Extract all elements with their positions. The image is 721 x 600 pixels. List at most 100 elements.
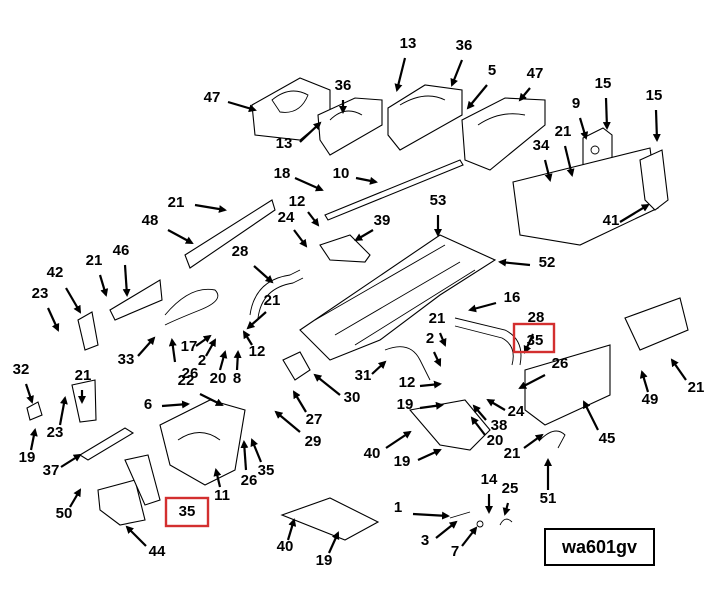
callout-label: 47 (527, 65, 544, 82)
panel-44 (97, 479, 146, 526)
leader-line (433, 351, 442, 367)
hose-28-left (249, 269, 301, 316)
leader-line (218, 350, 228, 371)
callout-label: 28 (528, 309, 545, 326)
bracket-39 (319, 234, 371, 263)
callout-label: 21 (264, 292, 281, 309)
duct-47-left (251, 77, 331, 141)
callout-label: 36 (456, 37, 473, 54)
leader-line (24, 383, 34, 404)
leader-line (583, 400, 599, 431)
callout-label: 32 (13, 361, 30, 378)
callout-label: 51 (540, 490, 557, 507)
callout-label: 39 (374, 212, 391, 229)
callout-label: 8 (233, 370, 241, 387)
callout-label: 42 (47, 264, 64, 281)
callout-label: 53 (430, 192, 447, 209)
leader-line (472, 404, 487, 421)
callout-label: 17 (181, 338, 198, 355)
callout-label: 21 (429, 310, 446, 327)
callout-label: 40 (277, 538, 294, 555)
callout-label: 44 (149, 543, 166, 560)
callout-label: 24 (508, 403, 525, 420)
callout-label: 15 (595, 75, 612, 92)
callout-label: 46 (113, 242, 130, 259)
callout-label: 6 (144, 396, 152, 413)
leader-line (65, 287, 82, 314)
leader-line (294, 176, 324, 192)
leader-line (417, 448, 442, 462)
duct-47-right (461, 97, 546, 171)
bracket-32 (26, 401, 43, 421)
hose-33 (164, 288, 219, 326)
callout-label: 50 (56, 505, 73, 522)
leader-line (435, 520, 458, 539)
callout-label: 21 (168, 194, 185, 211)
callout-label: 1 (394, 499, 402, 516)
leader-line (205, 338, 216, 357)
leader-line (652, 109, 661, 142)
callout-label: 26 (182, 365, 199, 382)
leader-line (486, 398, 506, 411)
plate-40-right (408, 399, 491, 451)
callout-label: 52 (539, 254, 556, 271)
leader-line (498, 258, 531, 267)
leader-line (213, 468, 222, 488)
callout-label: 23 (47, 424, 64, 441)
callout-label: 21 (75, 367, 92, 384)
callout-label: 26 (241, 472, 258, 489)
leader-line (670, 358, 687, 381)
callout-label: 35 (258, 462, 275, 479)
leader-line (394, 57, 407, 92)
duct-36-mid (387, 84, 463, 151)
leader-line (137, 336, 156, 357)
hose-31 (384, 346, 431, 381)
leader-line (371, 360, 387, 375)
callout-label: 31 (355, 367, 372, 384)
callout-label: 30 (344, 389, 361, 406)
leader-line (233, 350, 242, 371)
bar-48 (184, 199, 276, 269)
callout-label: 19 (394, 453, 411, 470)
callout-label: 45 (599, 430, 616, 447)
leader-line (468, 301, 497, 313)
callout-label: 40 (364, 445, 381, 462)
callout-label: 14 (481, 471, 498, 488)
callout-label: 7 (451, 543, 459, 560)
leader-line (58, 396, 68, 426)
leader-line (167, 229, 194, 244)
bracket-46 (109, 279, 163, 321)
drawing-code-box: wa601gv (544, 528, 655, 566)
leader-line (122, 264, 131, 297)
leader-line (227, 100, 257, 113)
callout-label: 2 (426, 330, 434, 347)
callout-label: 25 (502, 480, 519, 497)
callout-label: 35 (179, 503, 196, 520)
leader-line (69, 488, 82, 508)
callout-label: 37 (43, 462, 60, 479)
callout-label: 12 (249, 343, 266, 360)
callout-label: 13 (276, 135, 293, 152)
leader-line (602, 97, 611, 130)
bracket-49 (624, 297, 689, 351)
clamp-51 (539, 430, 566, 449)
leader-line (242, 330, 253, 346)
leader-line (466, 84, 488, 110)
assembly-30 (282, 351, 311, 381)
fastener-1 (449, 511, 471, 519)
leader-line (419, 401, 444, 410)
leader-line (355, 176, 378, 185)
callout-label: 48 (142, 212, 159, 229)
leader-line (307, 211, 320, 227)
leader-line (292, 390, 307, 413)
callout-label: 35 (527, 332, 544, 349)
callout-label: 28 (232, 243, 249, 260)
callout-label: 21 (688, 379, 705, 396)
callout-label: 24 (278, 209, 295, 226)
leader-line (98, 274, 109, 297)
callout-label: 10 (333, 165, 350, 182)
callout-label: 3 (421, 532, 429, 549)
leader-line (639, 370, 650, 393)
